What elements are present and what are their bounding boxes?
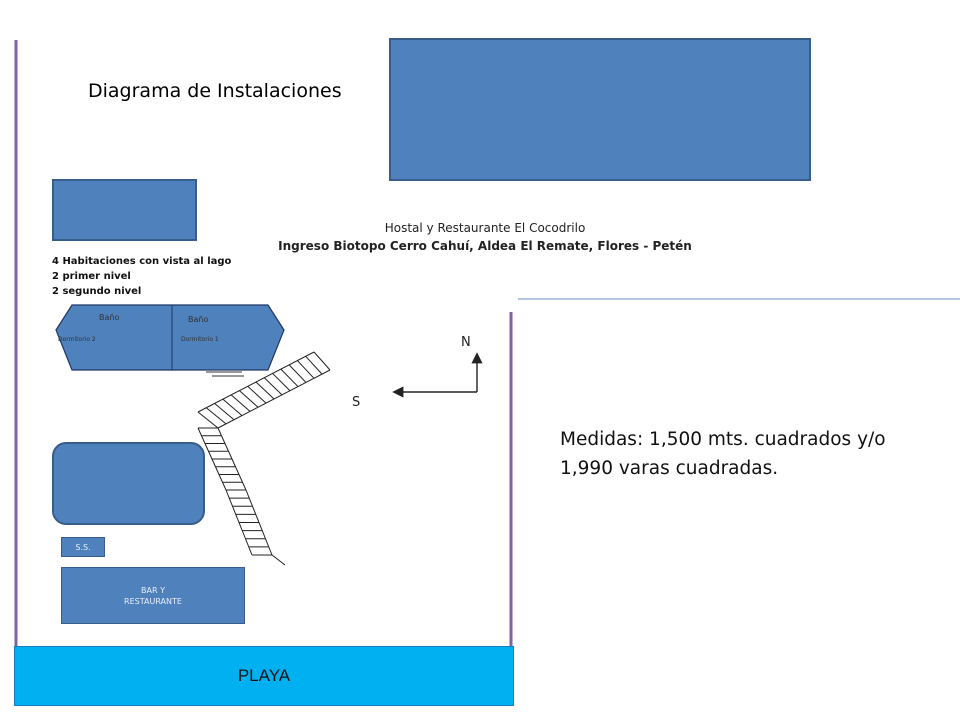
measures-text: Medidas: 1,500 mts. cuadrados y/o 1,990 … bbox=[560, 425, 886, 483]
page-title: Diagrama de Instalaciones bbox=[88, 80, 342, 102]
bar-label-line-2: RESTAURANTE bbox=[124, 596, 182, 606]
room-right-label: Dormitorio 1 bbox=[181, 336, 219, 343]
measures-line-2: 1,990 varas cuadradas. bbox=[560, 458, 779, 479]
stair-step bbox=[297, 360, 315, 379]
stair-step bbox=[272, 373, 291, 392]
bar-restaurant-block: BAR Y RESTAURANTE bbox=[61, 567, 245, 624]
stair-step bbox=[230, 394, 251, 412]
rooms-line-3: 2 segundo nivel bbox=[52, 286, 142, 297]
stair-step bbox=[197, 411, 219, 429]
stair-rail bbox=[271, 554, 286, 566]
room-left-label: Dormitorio 2 bbox=[58, 336, 96, 343]
rooms-description: 4 Habitaciones con vista al lago 2 prime… bbox=[52, 254, 231, 299]
hostal-name: Hostal y Restaurante El Cocodrilo bbox=[384, 221, 586, 235]
measures-line-1: Medidas: 1,500 mts. cuadrados y/o bbox=[560, 429, 886, 450]
pathway-stairs bbox=[197, 351, 331, 566]
stair-step bbox=[288, 364, 307, 383]
bath-right-label: Baño bbox=[188, 315, 209, 324]
stair-step bbox=[214, 403, 235, 421]
stair-step bbox=[255, 381, 275, 400]
beach-area: PLAYA bbox=[14, 646, 514, 706]
main-building-block bbox=[389, 38, 811, 181]
rounded-area-block bbox=[52, 442, 205, 525]
hostal-address: Ingreso Biotopo Cerro Cahuí, Aldea El Re… bbox=[278, 239, 692, 253]
stair-step bbox=[263, 377, 283, 396]
stair-step bbox=[247, 385, 267, 404]
restroom-block: S.S. bbox=[61, 537, 105, 557]
rooms-line-2: 2 primer nivel bbox=[52, 271, 131, 282]
stair-step bbox=[305, 355, 323, 375]
stair-step bbox=[313, 351, 331, 371]
bath-left-label: Baño bbox=[99, 313, 120, 322]
stair-step bbox=[239, 390, 259, 408]
hostal-info: Hostal y Restaurante El Cocodrilo Ingres… bbox=[270, 219, 700, 255]
rooms-building bbox=[55, 304, 285, 377]
stair-step bbox=[222, 398, 243, 416]
stair-step bbox=[280, 368, 299, 387]
small-building-block bbox=[52, 179, 197, 241]
rooms-building-shape bbox=[55, 304, 285, 371]
rooms-line-1: 4 Habitaciones con vista al lago bbox=[52, 256, 232, 267]
compass-north-label: N bbox=[461, 335, 471, 350]
compass-arrows bbox=[392, 352, 483, 398]
compass-south-label: S bbox=[352, 395, 361, 410]
bar-label-line-1: BAR Y bbox=[141, 585, 165, 595]
stair-step bbox=[205, 407, 227, 425]
